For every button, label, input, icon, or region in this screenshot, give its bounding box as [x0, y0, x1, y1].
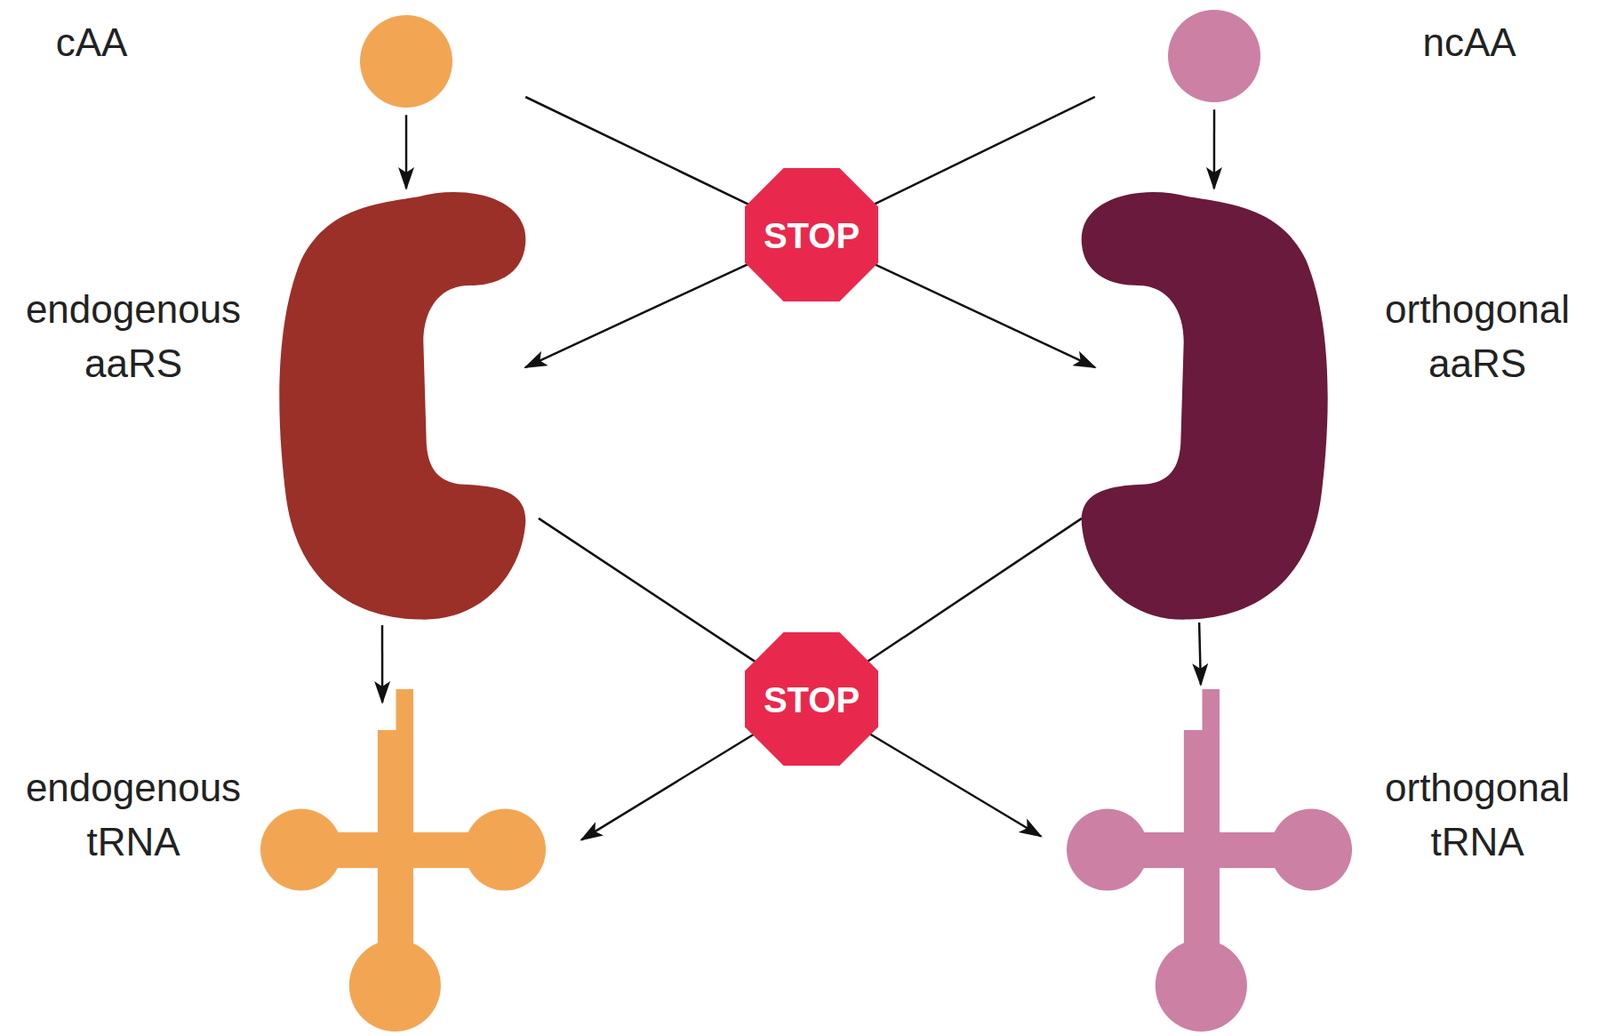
stop-octagon — [744, 168, 879, 302]
component-label: endogenous tRNA — [4, 760, 263, 869]
component-label: orthogonal aaRS — [1357, 282, 1598, 391]
stop-sign: STOP — [744, 168, 879, 302]
stop-text: STOP — [763, 681, 860, 718]
connector-arrow — [405, 114, 408, 189]
connector-arrow — [525, 261, 755, 368]
trna-node: orthogonal tRNA — [1066, 688, 1352, 1032]
connector-arrow — [865, 730, 1042, 836]
connector-line — [538, 518, 760, 664]
node-outline — [260, 688, 546, 1032]
connector-arrow — [381, 624, 384, 703]
node-outline — [1081, 188, 1332, 623]
enzyme-node: orthogonal aaRS — [1081, 188, 1332, 623]
connector-arrow — [1199, 622, 1201, 685]
stop-sign: STOP — [744, 632, 879, 766]
enzyme-node: endogenous aaRS — [275, 188, 526, 623]
amino-acid-circle — [360, 15, 453, 108]
node-outline — [360, 15, 453, 108]
node-outline — [1066, 688, 1352, 1032]
connector-line — [867, 96, 1095, 208]
trna-shape — [1066, 688, 1352, 1032]
amino-acid-node: cAA — [360, 15, 453, 108]
component-label: cAA — [2, 16, 181, 71]
stop-octagon — [744, 632, 879, 766]
enzyme-shape — [279, 192, 526, 620]
connector-arrow — [868, 261, 1096, 368]
amino-acid-circle — [1168, 9, 1261, 103]
component-label: ncAA — [1371, 16, 1568, 71]
node-outline — [275, 188, 526, 623]
connector-arrow — [1213, 109, 1216, 189]
connector-line — [864, 518, 1082, 664]
component-label: endogenous aaRS — [4, 282, 263, 391]
trna-node: endogenous tRNA — [260, 688, 546, 1032]
component-label: orthogonal tRNA — [1357, 760, 1598, 869]
amino-acid-node: ncAA — [1168, 9, 1261, 103]
connector-line — [525, 96, 755, 208]
connector-arrow — [581, 731, 759, 840]
enzyme-shape — [1081, 192, 1328, 620]
trna-shape — [260, 688, 546, 1032]
stop-text: STOP — [763, 217, 860, 254]
node-outline — [1168, 9, 1261, 103]
